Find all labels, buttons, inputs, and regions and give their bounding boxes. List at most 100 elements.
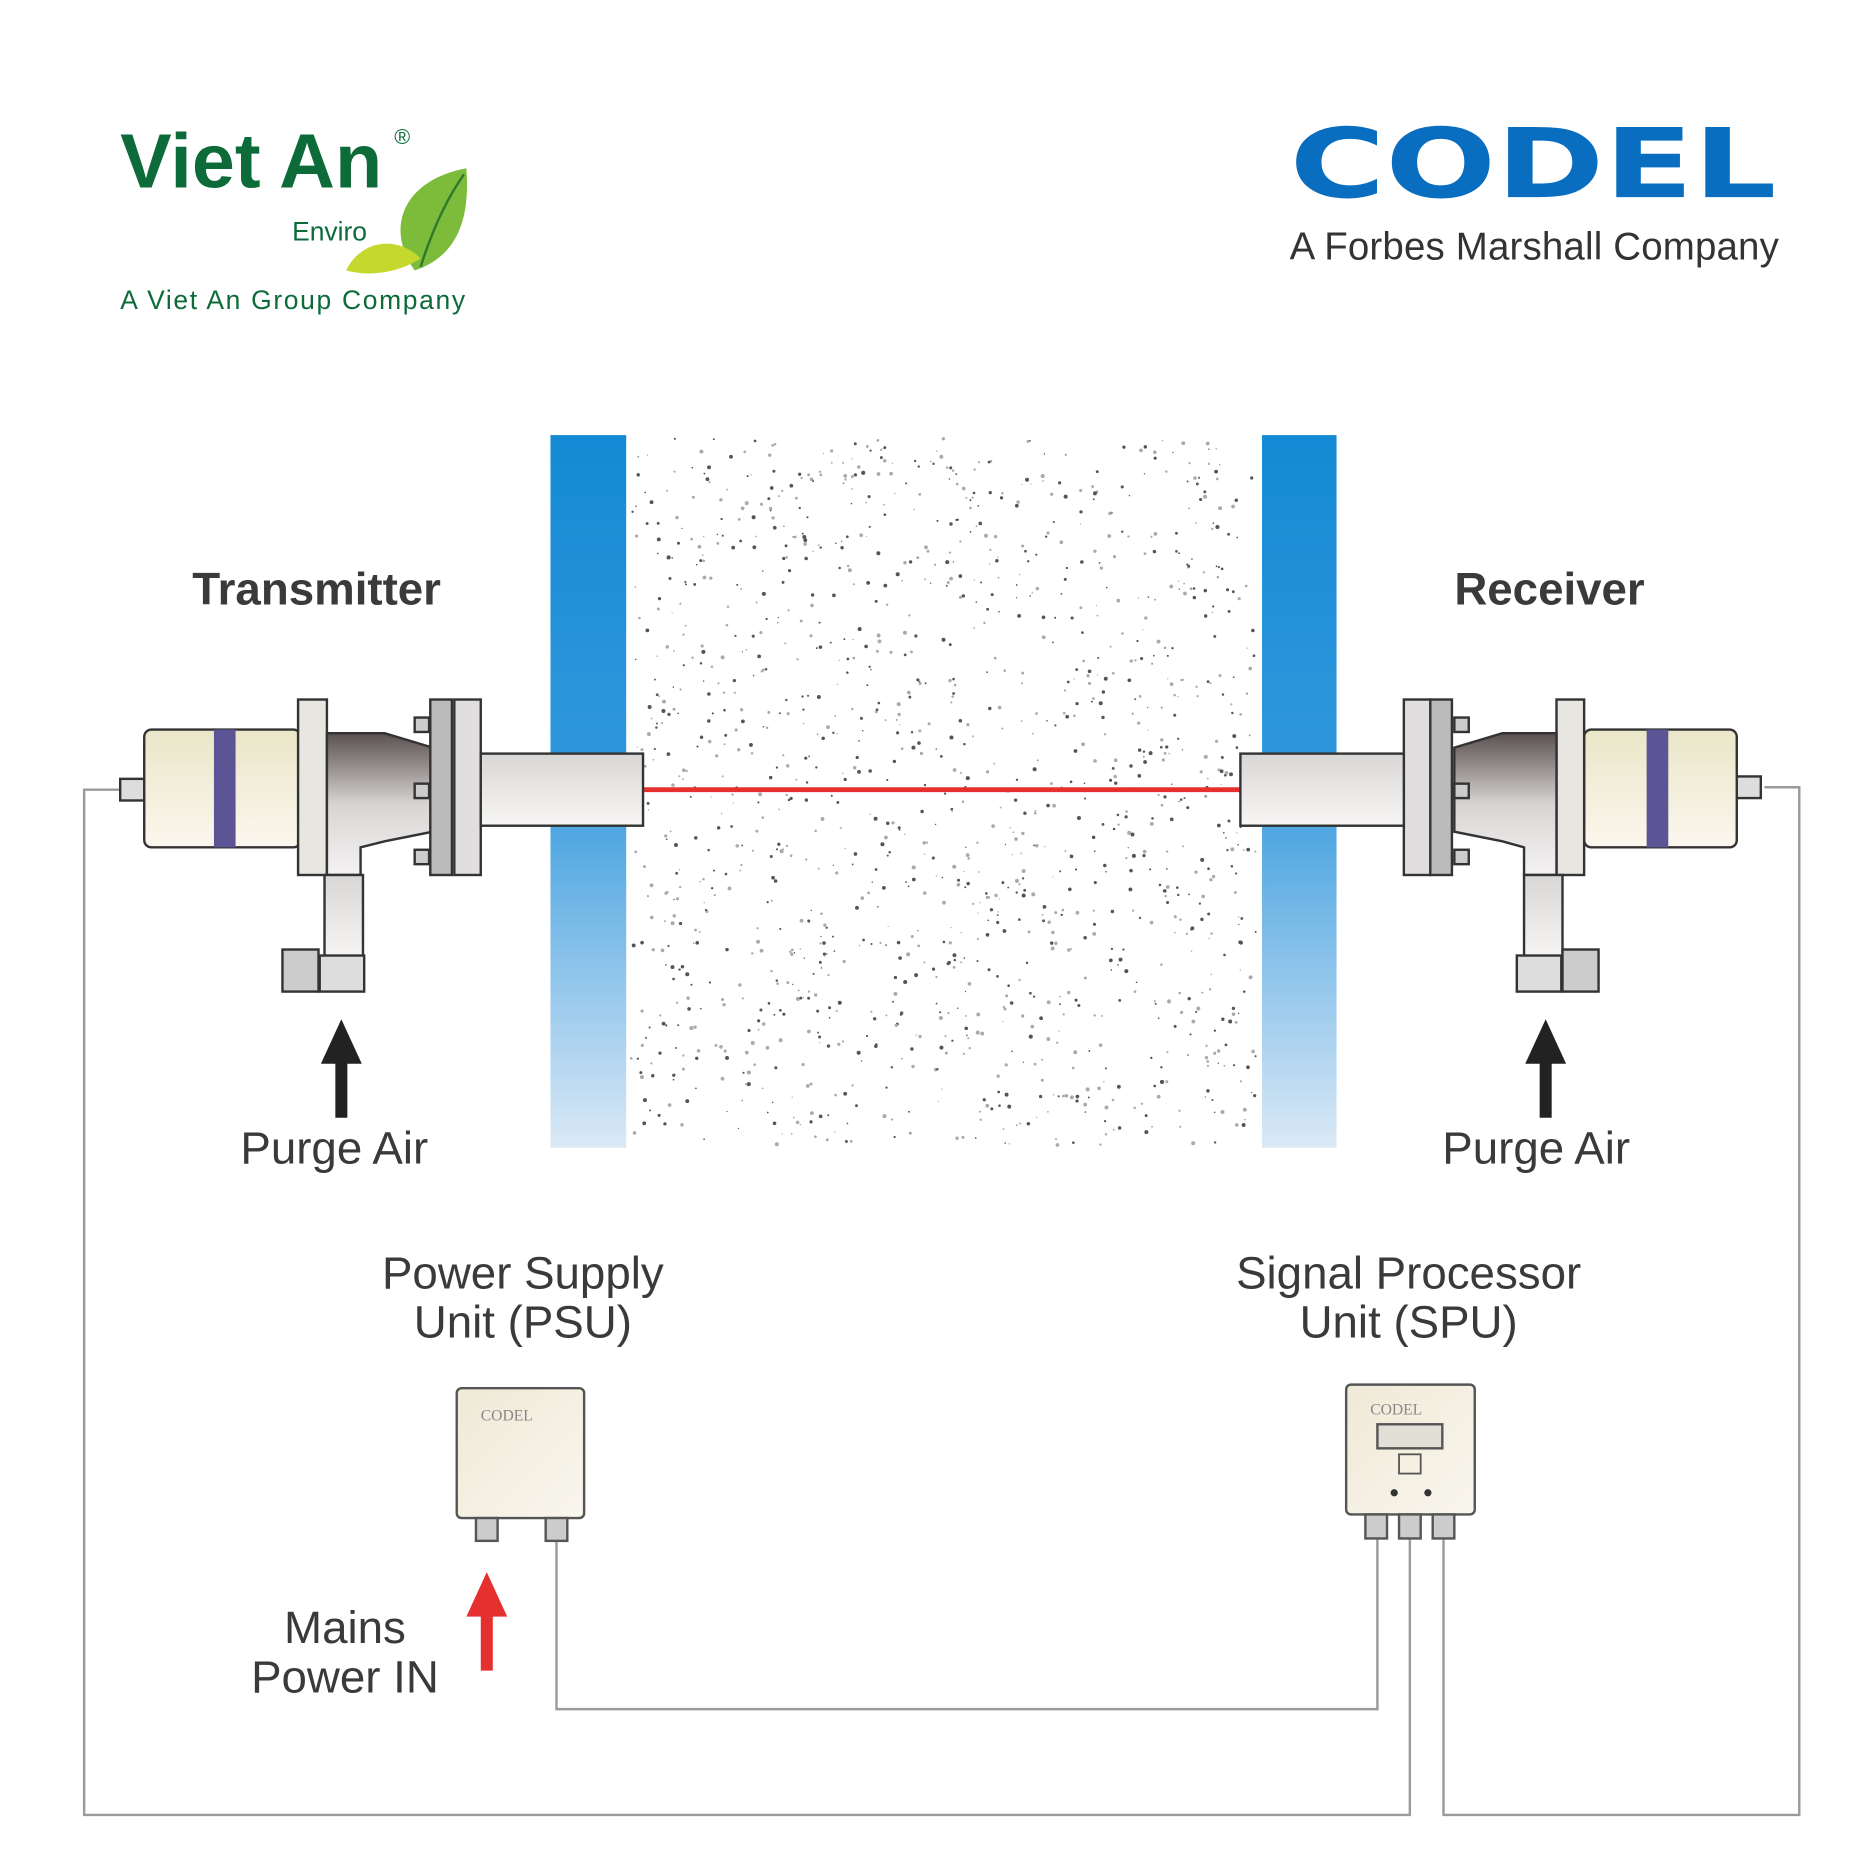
dust-particle	[828, 1016, 831, 1019]
dust-particle	[656, 655, 658, 657]
dust-particle	[827, 1114, 830, 1117]
dust-particle	[869, 813, 871, 815]
dust-particle	[1224, 770, 1229, 775]
dust-particle	[807, 694, 810, 697]
dust-particle	[969, 499, 972, 502]
dust-particle	[801, 1062, 805, 1067]
dust-particle	[646, 454, 649, 456]
dust-particle	[958, 595, 963, 599]
dust-particle	[890, 1066, 894, 1069]
dust-particle	[1114, 781, 1118, 785]
dust-particle	[785, 556, 789, 559]
dust-particle	[1093, 759, 1097, 763]
dust-particle	[1021, 544, 1025, 548]
dust-particle	[695, 563, 698, 566]
dust-particle	[1083, 976, 1087, 980]
dust-particle	[856, 1050, 861, 1055]
dust-particle	[1142, 629, 1144, 631]
dust-particle	[766, 901, 769, 904]
dust-particle	[1079, 510, 1083, 514]
dust-particle	[1125, 856, 1128, 860]
dust-particle	[1167, 678, 1169, 680]
dust-particle	[841, 1040, 845, 1043]
dust-particle	[1015, 778, 1019, 781]
dust-particle	[1149, 821, 1154, 826]
dust-particle	[972, 902, 975, 905]
dust-particle	[1081, 631, 1084, 634]
dust-particle	[1234, 1123, 1239, 1127]
dust-particle	[737, 1127, 740, 1130]
dust-particle	[665, 645, 670, 649]
dust-particle	[1188, 507, 1190, 510]
dust-particle	[1117, 1126, 1122, 1130]
dust-particle	[782, 556, 786, 561]
dust-particle	[818, 621, 821, 624]
dust-particle	[1204, 1096, 1206, 1098]
dust-particle	[901, 579, 904, 582]
dust-particle	[699, 1007, 702, 1010]
dust-particle	[1208, 937, 1210, 940]
dust-particle	[1248, 666, 1253, 671]
dust-particle	[798, 472, 802, 476]
dust-particle	[643, 764, 647, 768]
dust-particle	[720, 812, 723, 815]
dust-particle	[1036, 759, 1039, 762]
dust-particle	[826, 725, 830, 730]
dust-particle	[870, 942, 873, 946]
dust-particle	[802, 722, 805, 725]
dust-particle	[1035, 586, 1040, 591]
dust-particle	[1159, 745, 1163, 749]
dust-particle	[675, 871, 679, 875]
dust-particle	[699, 662, 703, 665]
dust-particle	[1211, 611, 1214, 614]
dust-particle	[1209, 682, 1212, 685]
dust-particle	[757, 801, 760, 804]
dust-particle	[944, 1051, 948, 1055]
dust-particle	[698, 931, 701, 933]
dust-particle	[1101, 690, 1106, 694]
dust-particle	[997, 576, 1000, 579]
dust-particle	[675, 897, 680, 901]
dust-particle	[665, 838, 668, 841]
dust-particle	[1024, 549, 1027, 553]
dust-particle	[1015, 891, 1018, 894]
dust-particle	[1237, 843, 1239, 846]
dust-particle	[1005, 994, 1009, 998]
dust-particle	[948, 643, 952, 647]
dust-particle	[672, 686, 675, 688]
dust-particle	[980, 1031, 985, 1036]
dust-particle	[1039, 1016, 1043, 1021]
psu-brand: CODEL	[481, 1408, 533, 1425]
dust-particle	[1217, 566, 1221, 569]
receiver-cable	[1442, 786, 1801, 1817]
dust-particle	[1118, 957, 1123, 962]
dust-particle	[678, 868, 681, 871]
dust-particle	[741, 1099, 744, 1102]
dust-particle	[1110, 947, 1114, 951]
dust-particle	[1080, 560, 1084, 564]
dust-particle	[1087, 1096, 1090, 1099]
dust-particle	[699, 449, 704, 454]
dust-particle	[865, 535, 868, 537]
dust-particle	[1205, 441, 1210, 446]
dust-particle	[1095, 470, 1099, 474]
dust-particle	[1083, 797, 1087, 800]
dust-particle	[1059, 1003, 1061, 1006]
dust-particle	[1050, 946, 1055, 951]
dust-particle	[720, 517, 723, 521]
viet-an-name: Viet An	[120, 119, 382, 205]
dust-particle	[799, 1123, 802, 1126]
dust-particle	[1128, 495, 1131, 497]
dust-particle	[667, 944, 670, 948]
viet-an-logo: Viet An ® Enviro A Viet An Group Company	[120, 119, 468, 315]
dust-particle	[710, 665, 714, 668]
dust-particle	[952, 953, 957, 958]
dust-particle	[799, 948, 802, 950]
dust-particle	[642, 865, 646, 869]
dust-particle	[932, 462, 935, 466]
dust-particle	[1069, 854, 1074, 859]
dust-particle	[1169, 682, 1174, 686]
dust-particle	[634, 850, 638, 854]
dust-particle	[950, 807, 954, 811]
dust-particle	[965, 846, 967, 849]
